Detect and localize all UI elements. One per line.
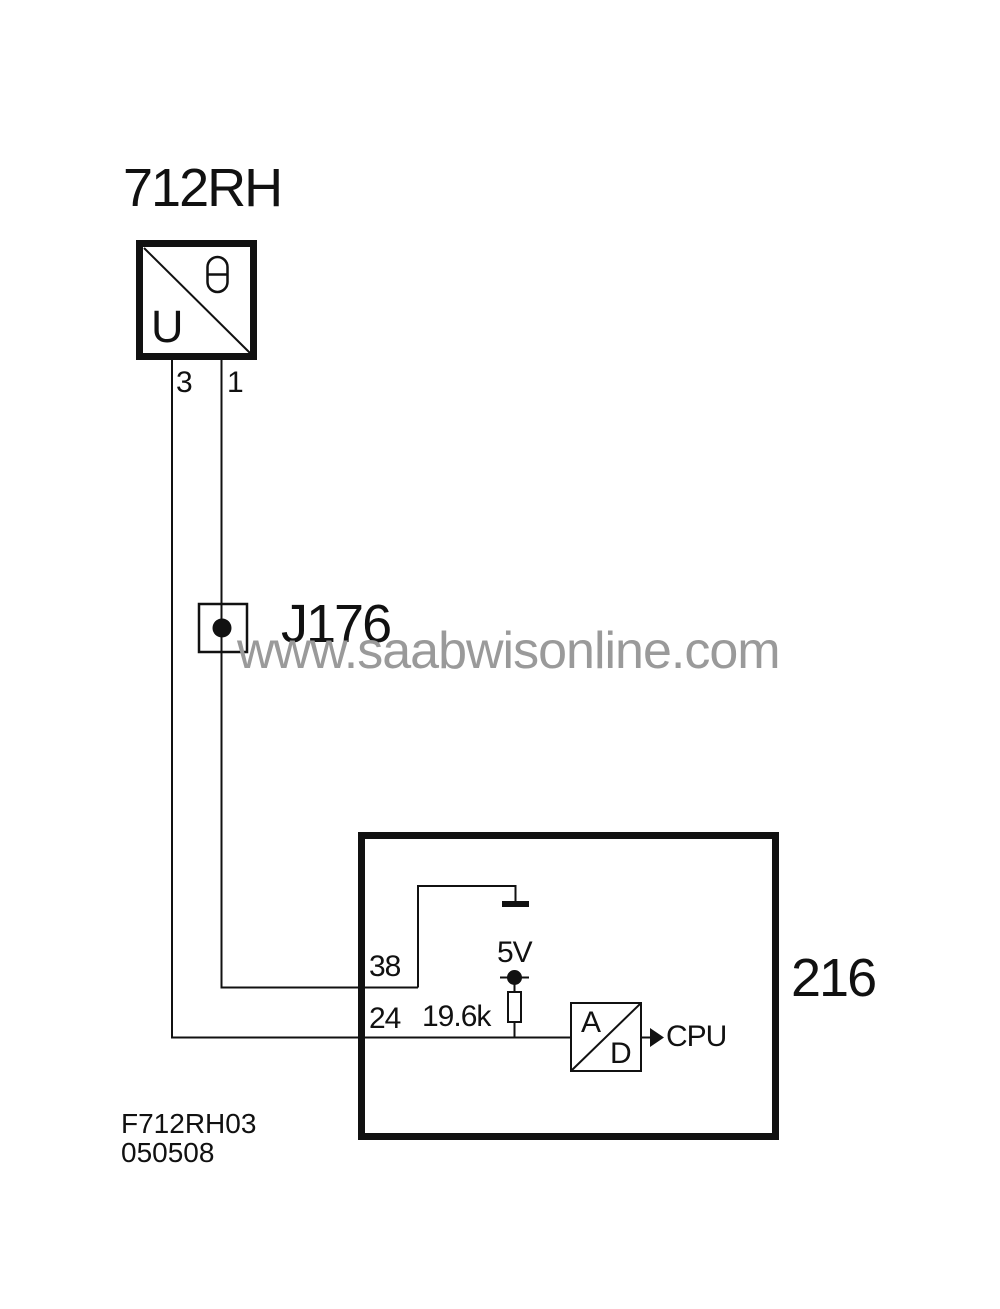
component-title-712rh: 712RH <box>123 158 283 218</box>
ecu-pin-24-label: 24 <box>369 1002 401 1035</box>
ecu-label-216: 216 <box>791 948 877 1008</box>
supply-voltage-label: 5V <box>497 936 533 969</box>
arrow-right-icon <box>650 1028 664 1047</box>
adc-box <box>570 1002 642 1072</box>
wire-pin3-to-pin24 <box>171 360 570 1039</box>
wire-pin1-to-pin38 <box>220 360 418 989</box>
ecu-216-box <box>358 832 779 1140</box>
sensor-voltage-symbol: U <box>151 301 184 352</box>
cpu-label: CPU <box>666 1020 727 1053</box>
watermark-text: www.saabwisonline.com <box>237 622 781 680</box>
resistor-19k6-symbol <box>507 991 522 1038</box>
ground-wire <box>417 885 529 988</box>
resistor-value-label: 19.6k <box>422 1000 491 1033</box>
junction-dot-icon <box>212 618 232 638</box>
date-code: 050508 <box>121 1137 215 1168</box>
cpu-arrow <box>642 1028 664 1047</box>
sensor-712rh-symbol <box>136 240 257 360</box>
ecu-pin-38-label: 38 <box>369 950 401 983</box>
adc-analog-label: A <box>581 1006 601 1039</box>
sensor-pin-3-label: 3 <box>176 366 193 399</box>
junction-j176-symbol <box>197 602 249 654</box>
temperature-sensor-icon <box>206 255 229 294</box>
adc-digital-label: D <box>610 1037 632 1070</box>
sensor-pin-1-label: 1 <box>227 366 244 399</box>
supply-5v-node <box>500 970 529 992</box>
junction-label: J176 <box>281 594 392 654</box>
figure-code: F712RH03 <box>121 1108 257 1139</box>
